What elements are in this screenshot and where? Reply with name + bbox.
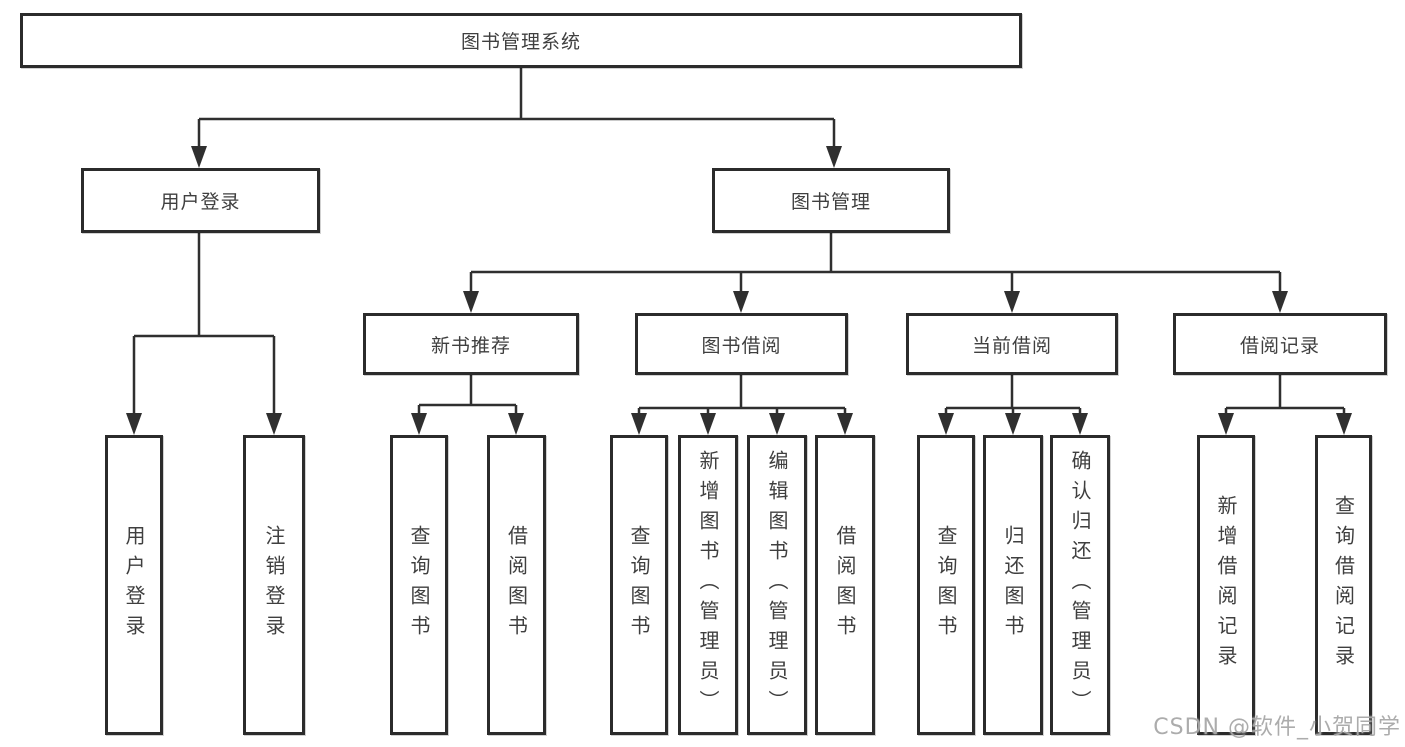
node-book-borrow: 图书借阅 xyxy=(635,313,848,375)
leaf-user-login-label: 用户登录 xyxy=(122,525,146,645)
node-root: 图书管理系统 xyxy=(20,13,1022,68)
leaf-borrow-books-1-label: 借阅图书 xyxy=(504,525,529,645)
node-book-borrow-label: 图书借阅 xyxy=(701,334,782,357)
node-new-book-rec-label: 新书推荐 xyxy=(430,334,511,357)
leaf-borrow-books-2-label: 借阅图书 xyxy=(833,525,857,645)
leaf-query-books-2-label: 查询图书 xyxy=(627,525,651,645)
leaf-query-borrow-record-label: 查询借阅记录 xyxy=(1331,495,1356,675)
leaf-add-books-admin-label: 新增图书（管理员） xyxy=(696,450,720,720)
leaf-edit-books-admin-label: 编辑图书（管理员） xyxy=(765,450,789,720)
node-root-label: 图书管理系统 xyxy=(460,31,581,53)
leaf-add-borrow-record-label: 新增借阅记录 xyxy=(1214,495,1238,675)
node-borrow-records-label: 借阅记录 xyxy=(1239,334,1320,357)
node-book-mgmt: 图书管理 xyxy=(712,168,950,233)
connector-current-borrow-children xyxy=(938,375,1088,435)
leaf-logout-label: 注销登录 xyxy=(262,525,286,645)
leaf-add-books-admin: 新增图书（管理员） xyxy=(678,435,738,735)
node-user-login-label: 用户登录 xyxy=(160,191,241,213)
connector-borrow-records-children xyxy=(1218,375,1352,435)
node-current-borrow-label: 当前借阅 xyxy=(971,334,1052,357)
leaf-confirm-return-admin: 确认归还（管理员） xyxy=(1050,435,1110,735)
node-current-borrow: 当前借阅 xyxy=(906,313,1118,375)
leaf-query-books-2: 查询图书 xyxy=(610,435,668,735)
leaf-query-borrow-record: 查询借阅记录 xyxy=(1315,435,1372,735)
leaf-return-books-label: 归还图书 xyxy=(1001,525,1025,645)
leaf-edit-books-admin: 编辑图书（管理员） xyxy=(747,435,807,735)
leaf-logout: 注销登录 xyxy=(243,435,305,735)
leaf-query-books-1-label: 查询图书 xyxy=(407,525,431,645)
leaf-return-books: 归还图书 xyxy=(983,435,1043,735)
leaf-confirm-return-admin-label: 确认归还（管理员） xyxy=(1068,450,1092,720)
leaf-query-books-3: 查询图书 xyxy=(917,435,975,735)
leaf-query-books-3-label: 查询图书 xyxy=(934,525,958,645)
leaf-user-login: 用户登录 xyxy=(105,435,163,735)
connector-user-login-children xyxy=(126,233,282,435)
leaf-query-books-1: 查询图书 xyxy=(390,435,448,735)
connector-root-to-level2 xyxy=(191,68,842,168)
node-borrow-records: 借阅记录 xyxy=(1173,313,1387,375)
leaf-borrow-books-2: 借阅图书 xyxy=(815,435,875,735)
connector-book-mgmt-to-level3 xyxy=(463,233,1288,313)
connector-new-book-rec-children xyxy=(411,375,524,435)
leaf-borrow-books-1: 借阅图书 xyxy=(487,435,546,735)
connector-book-borrow-children xyxy=(631,375,853,435)
leaf-add-borrow-record: 新增借阅记录 xyxy=(1197,435,1255,735)
node-user-login: 用户登录 xyxy=(81,168,320,233)
node-book-mgmt-label: 图书管理 xyxy=(790,191,871,213)
node-new-book-rec: 新书推荐 xyxy=(363,313,579,375)
csdn-watermark: CSDN @软件_小贺同学 xyxy=(1153,715,1401,740)
